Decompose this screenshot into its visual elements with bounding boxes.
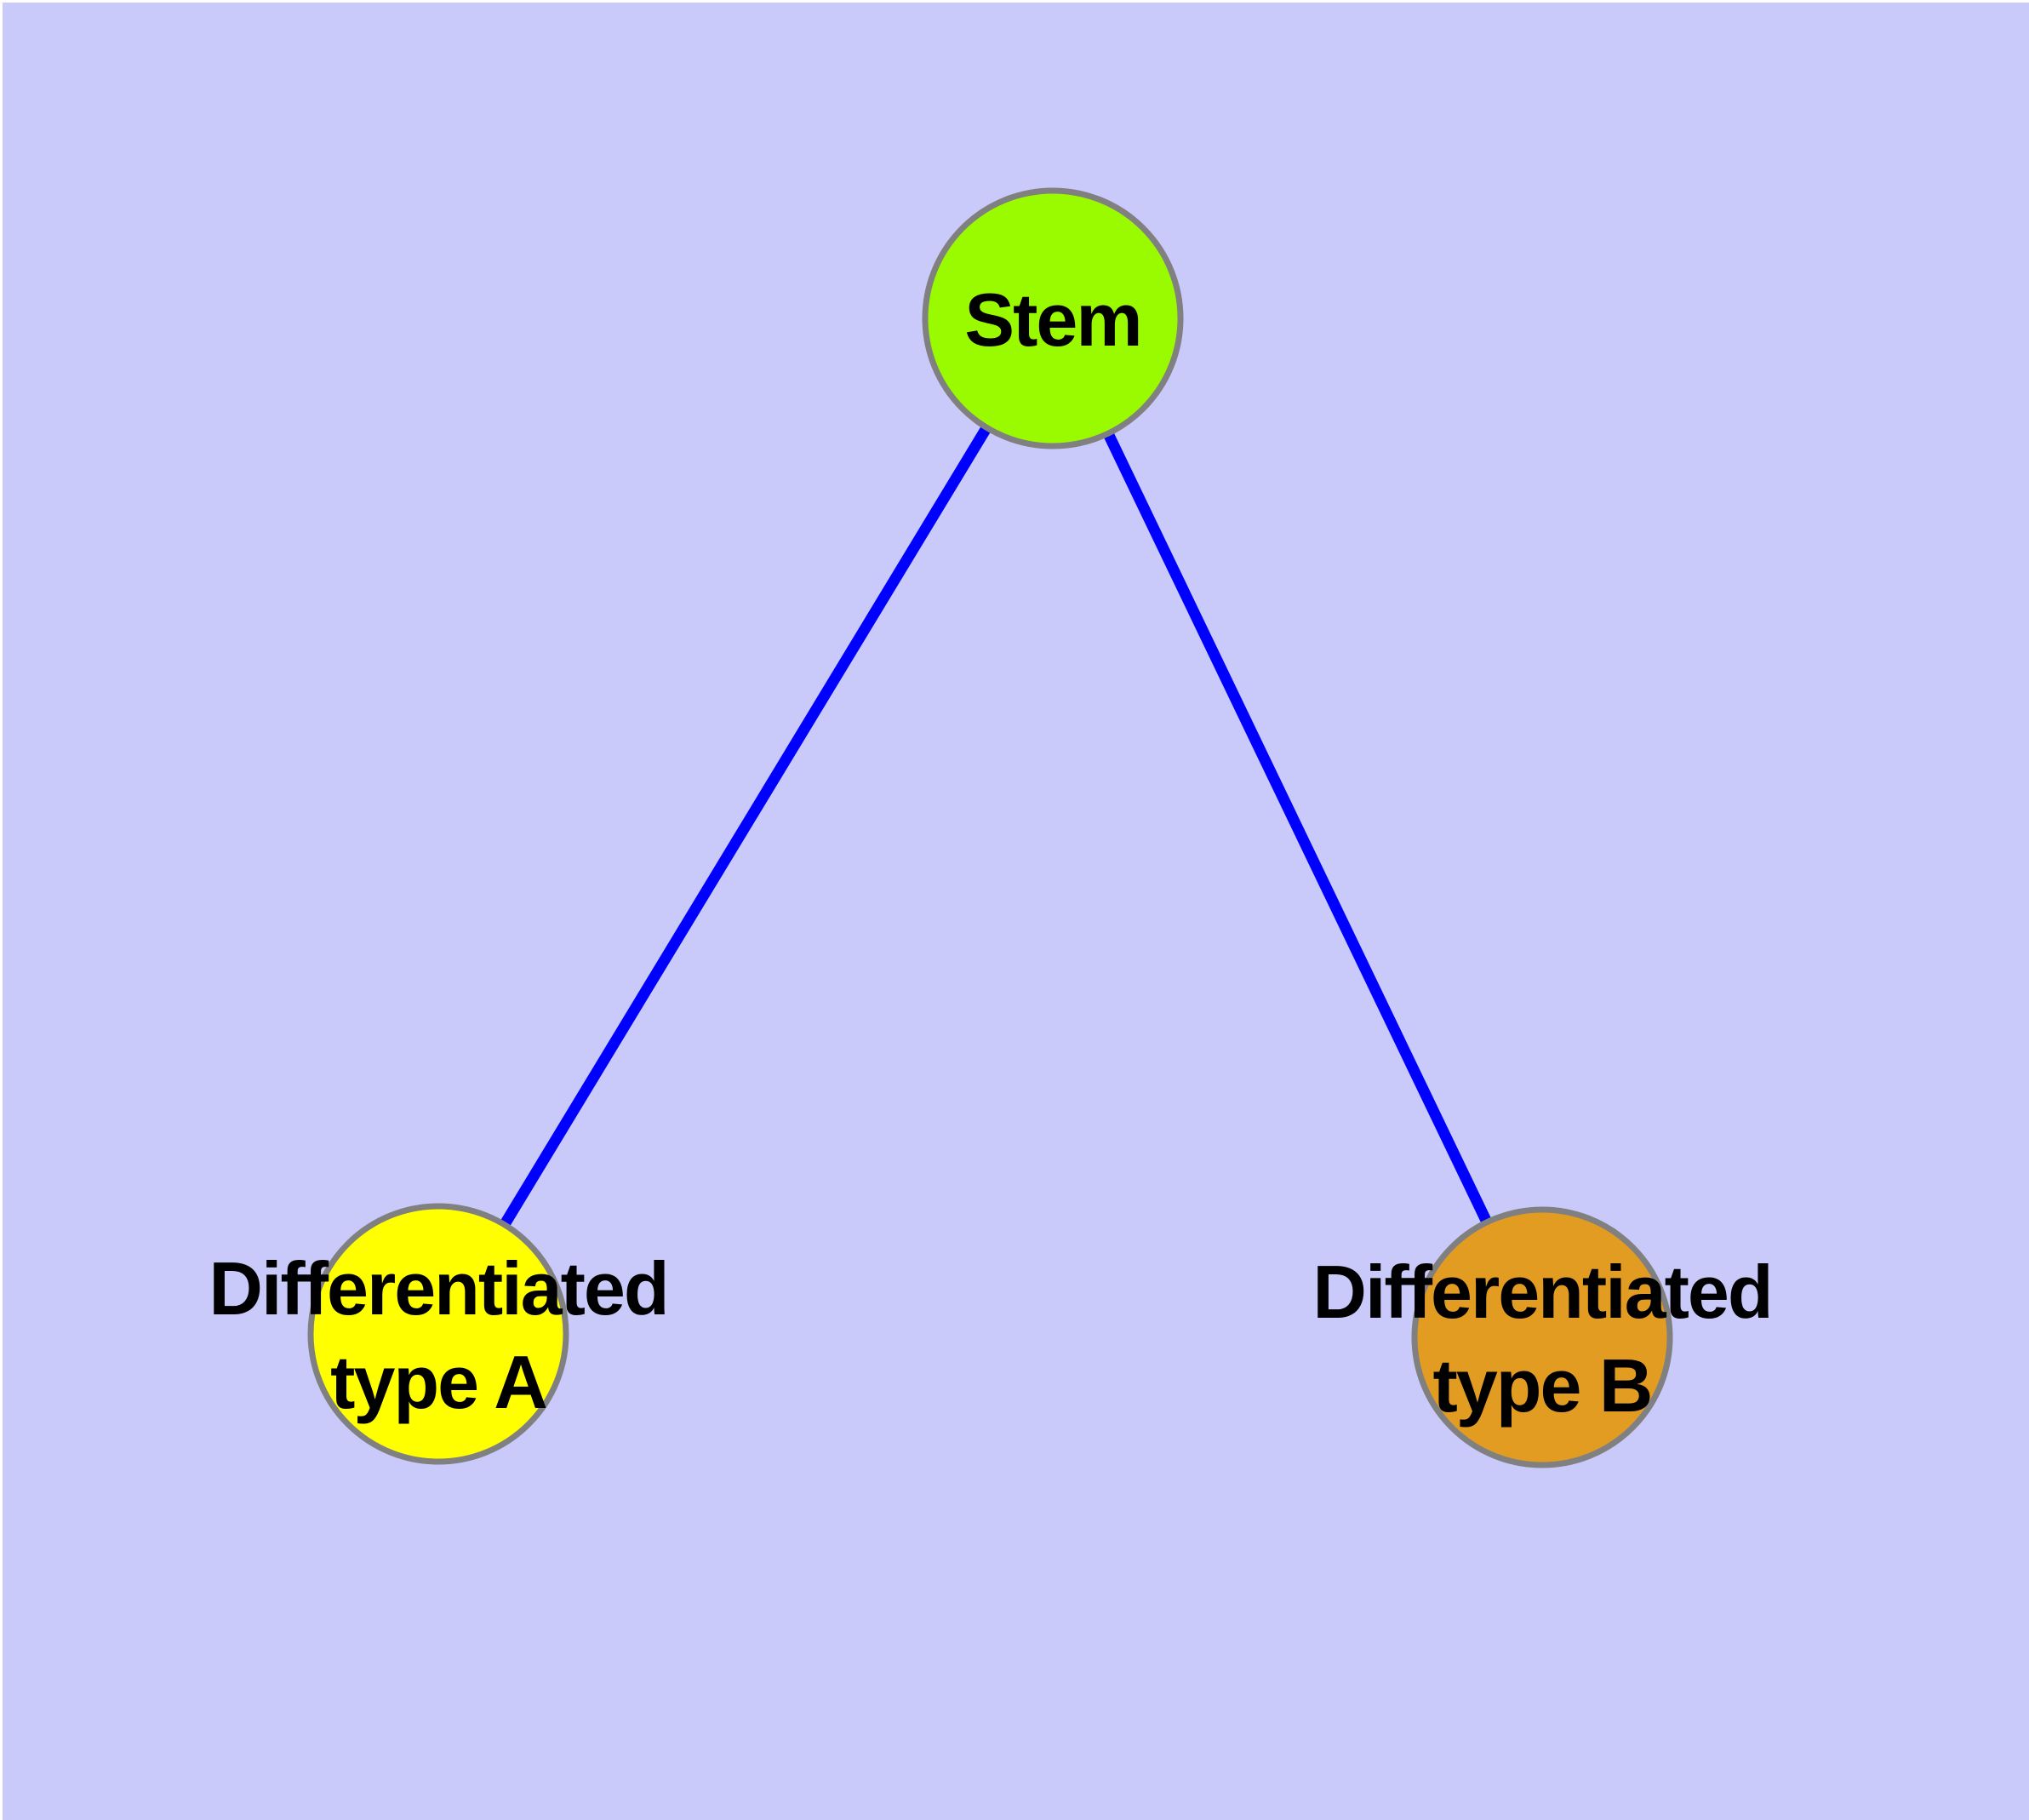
node-type-b-label-line1: Differentiated (1312, 1250, 1771, 1334)
node-differentiated-type-a (307, 1203, 569, 1465)
node-differentiated-type-b (1411, 1206, 1673, 1468)
node-stem (922, 187, 1184, 449)
edge-stem-to-type-b (1048, 316, 1547, 1340)
node-type-a-label-line2: type A (330, 1340, 546, 1424)
node-type-a-label-line1: Differentiated (209, 1246, 667, 1331)
node-type-b-label-line2: type B (1433, 1343, 1652, 1428)
edge-stem-to-type-a (433, 315, 1058, 1337)
node-stem-label: Stem (964, 278, 1140, 362)
